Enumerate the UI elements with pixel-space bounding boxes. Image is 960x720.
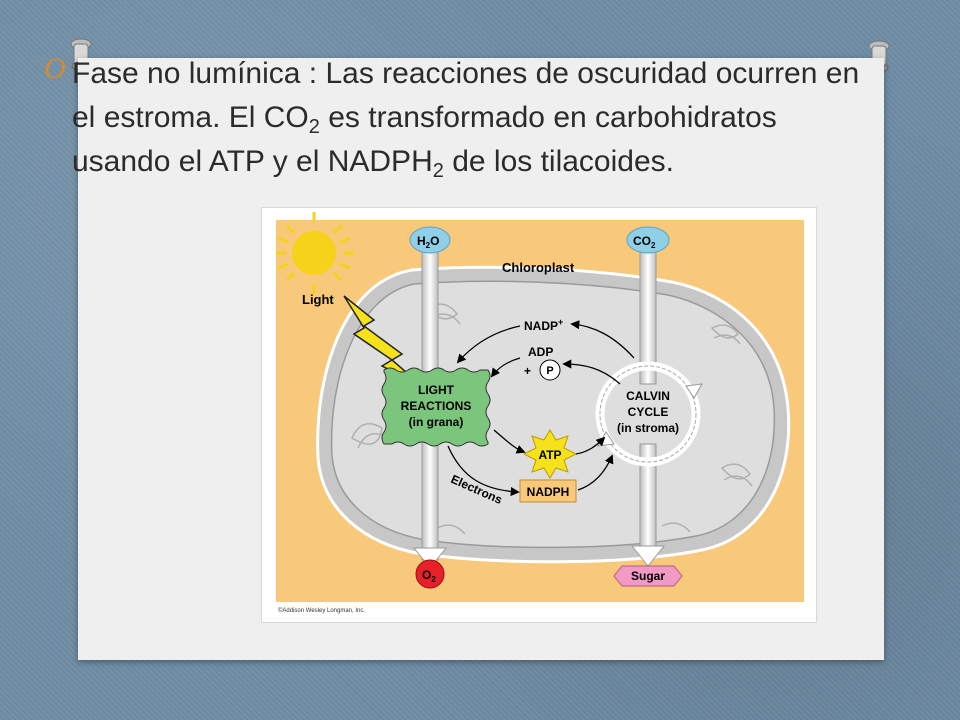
co2-subscript: 2 — [308, 116, 320, 138]
nadp-label: NADP+ — [524, 317, 563, 333]
calvin-cycle-line2: CYCLE — [628, 405, 669, 419]
atp-label: ATP — [538, 448, 561, 462]
sugar-arrowhead — [630, 545, 666, 567]
atp-burst — [522, 429, 578, 479]
o2-label: O2 — [422, 568, 436, 584]
adp-label: ADP — [528, 345, 553, 359]
phase-title: Fase no lumínica — [72, 57, 301, 90]
photosynthesis-diagram: Light Chloroplast H2O CO2 — [276, 212, 804, 614]
light-reactions-line1: LIGHT — [418, 383, 455, 397]
nadph-box — [519, 479, 577, 503]
stroma-word: estroma — [103, 101, 213, 134]
text-part-b: . El CO — [212, 101, 309, 134]
calvin-cycle-ring-edge — [599, 365, 697, 463]
water-label: H2O — [417, 234, 439, 250]
light-reactions-box — [381, 367, 491, 447]
co2-bubble — [626, 226, 670, 254]
light-reactions-line2: REACTIONS — [401, 399, 472, 413]
photosynthesis-figure: Light Chloroplast H2O CO2 — [262, 208, 816, 622]
title-separator: : — [300, 57, 326, 90]
light-reactions-line3: (in grana) — [409, 415, 464, 429]
text-part-d: de los tilacoides. — [443, 145, 674, 178]
text-part-a: Las reacciones de oscuridad ocurren en e… — [72, 57, 860, 134]
nadph-label: NADPH — [527, 485, 570, 499]
calvin-cycle-line3: (in stroma) — [617, 421, 679, 435]
nadp-arrow-to-light — [456, 325, 521, 364]
bullet-icon: O — [44, 52, 66, 85]
light-label: Light — [302, 292, 334, 307]
adp-arrow-to-light — [490, 357, 521, 378]
nadph-in-arrow — [447, 445, 520, 497]
co2-label: CO2 — [633, 234, 656, 250]
nadp-arrow — [570, 320, 635, 359]
atp-out-arrow — [575, 436, 606, 455]
phosphate-circle — [539, 359, 561, 381]
atp-in-arrow — [493, 429, 526, 454]
adp-plus-label: + — [524, 364, 531, 378]
o2-bubble — [415, 559, 445, 589]
sugar-badge — [613, 565, 683, 587]
calvin-cycle-arrow-icon — [685, 383, 703, 399]
calvin-cycle-line1: CALVIN — [626, 389, 670, 403]
slide-text: Fase no lumínica : Las reacciones de osc… — [72, 52, 862, 184]
copyright-credit: ©Addison Wesley Longman, Inc. — [278, 607, 365, 614]
chloroplast-label: Chloroplast — [502, 260, 575, 275]
chloroplast-inner-membrane — [330, 280, 776, 549]
sun-icon — [276, 212, 354, 294]
nadph-out-arrow — [577, 454, 614, 491]
text-part-c: es transformado en carbohidratos usando … — [72, 101, 777, 178]
o2-arrowhead — [412, 547, 448, 569]
sugar-label: Sugar — [631, 569, 665, 583]
adp-arrow — [562, 359, 621, 385]
phosphate-label: P — [546, 365, 553, 377]
water-bubble — [409, 226, 451, 254]
nadph-subscript: 2 — [432, 160, 444, 182]
